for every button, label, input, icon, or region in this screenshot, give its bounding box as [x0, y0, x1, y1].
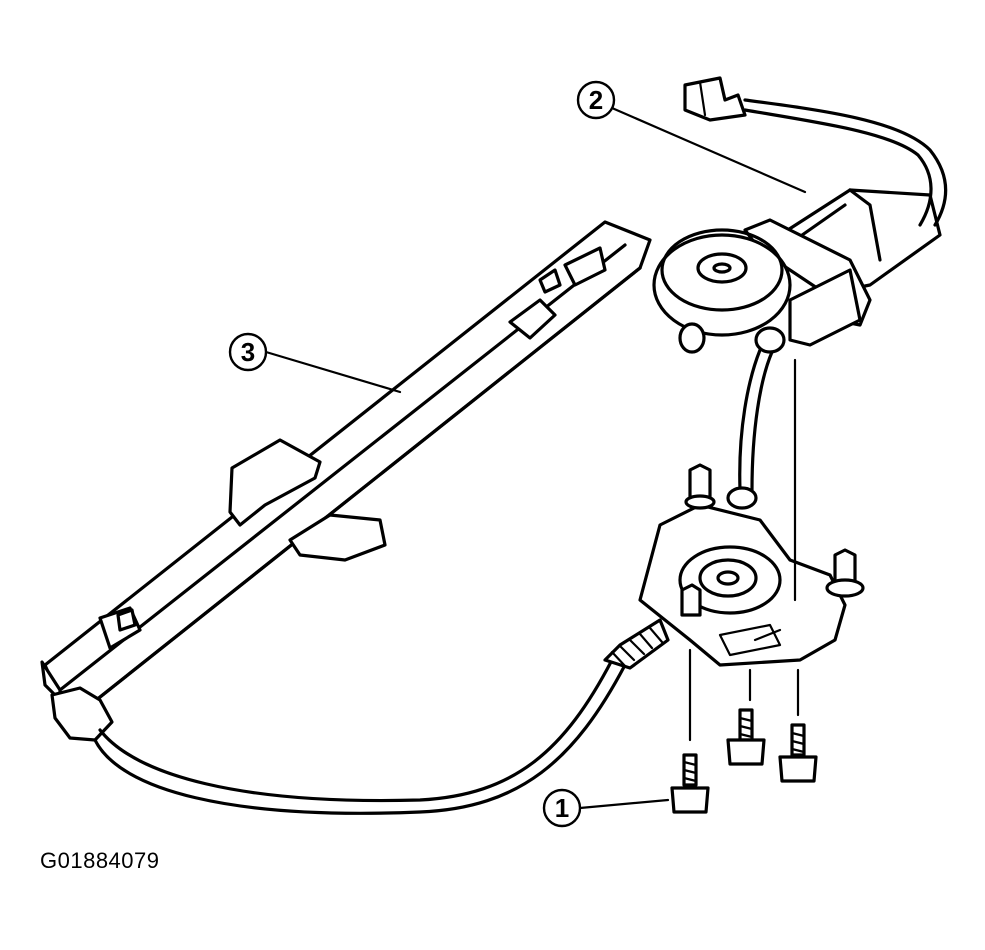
regulator-rail — [40, 220, 652, 742]
lower-pulley-bracket — [638, 463, 865, 667]
callout-1-label: 1 — [555, 793, 569, 823]
callout-2: 2 — [576, 80, 807, 194]
callout-3-label: 3 — [241, 337, 255, 367]
figure-id: G01884079 — [40, 848, 160, 873]
bolt — [726, 668, 766, 766]
window-motor — [652, 76, 948, 354]
callout-3: 3 — [228, 332, 402, 394]
callout-2-label: 2 — [589, 85, 603, 115]
callout-1: 1 — [542, 788, 670, 828]
bolt — [670, 648, 710, 814]
bolt — [778, 668, 818, 783]
regulator-cable — [93, 348, 774, 815]
